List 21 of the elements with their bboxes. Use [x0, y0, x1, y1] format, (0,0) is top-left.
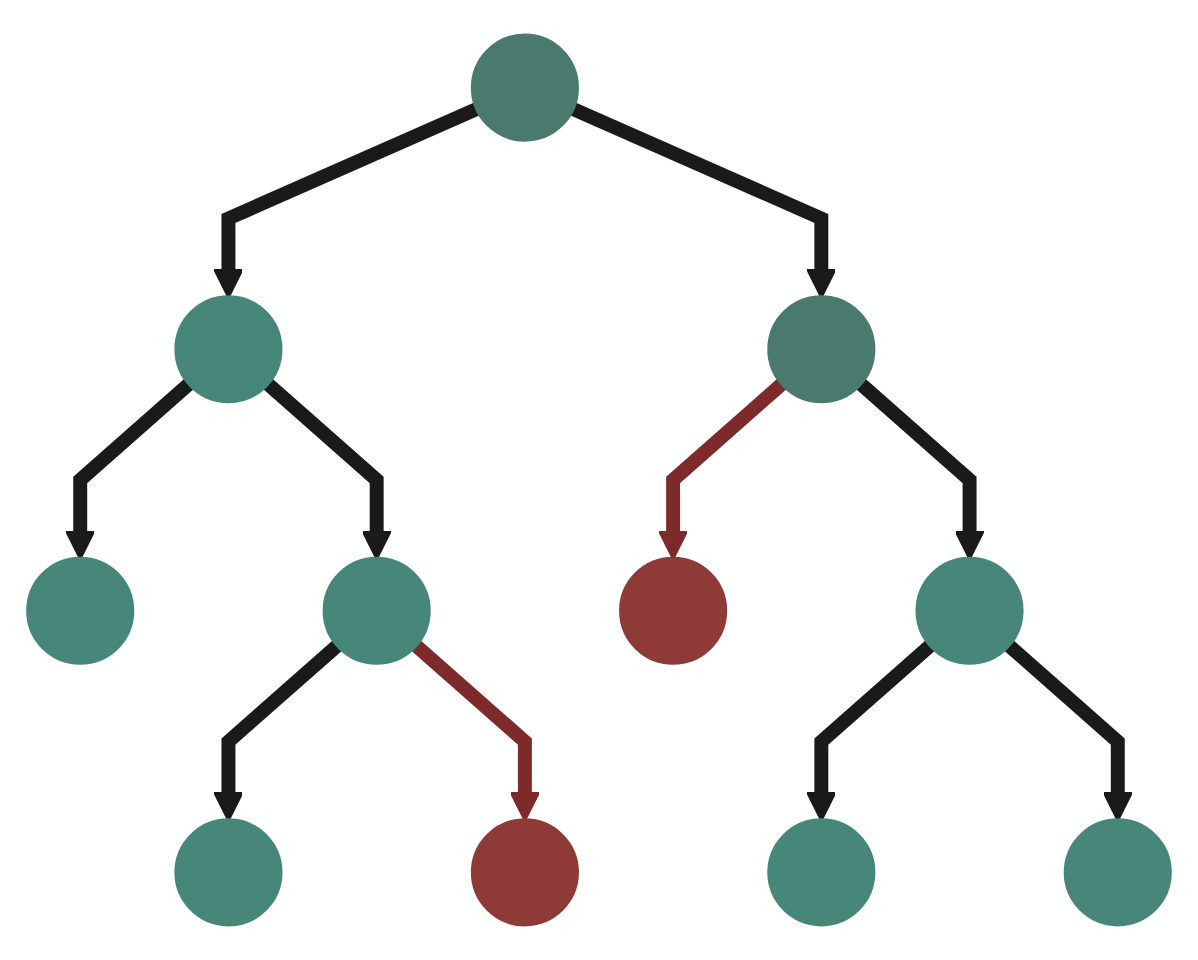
circle-node: [1063, 818, 1172, 927]
circle-node: [322, 556, 431, 665]
circle-node: [174, 818, 283, 927]
arrow: [806, 640, 935, 822]
circle-node: [470, 33, 579, 142]
arrow: [1004, 640, 1134, 822]
circle-node: [174, 295, 283, 404]
circle-node: [619, 556, 728, 665]
arrow: [855, 378, 985, 560]
circle-node: [767, 818, 876, 927]
circle-node: [915, 556, 1024, 665]
arrow: [411, 640, 541, 822]
arrow: [64, 378, 194, 560]
arrow: [213, 640, 343, 822]
arrow: [657, 378, 787, 560]
arrow: [213, 102, 480, 299]
arrow: [569, 102, 837, 299]
circle-node: [26, 556, 135, 665]
circle-node: [767, 295, 876, 404]
arrow: [263, 378, 392, 560]
circle-node: [470, 818, 579, 927]
